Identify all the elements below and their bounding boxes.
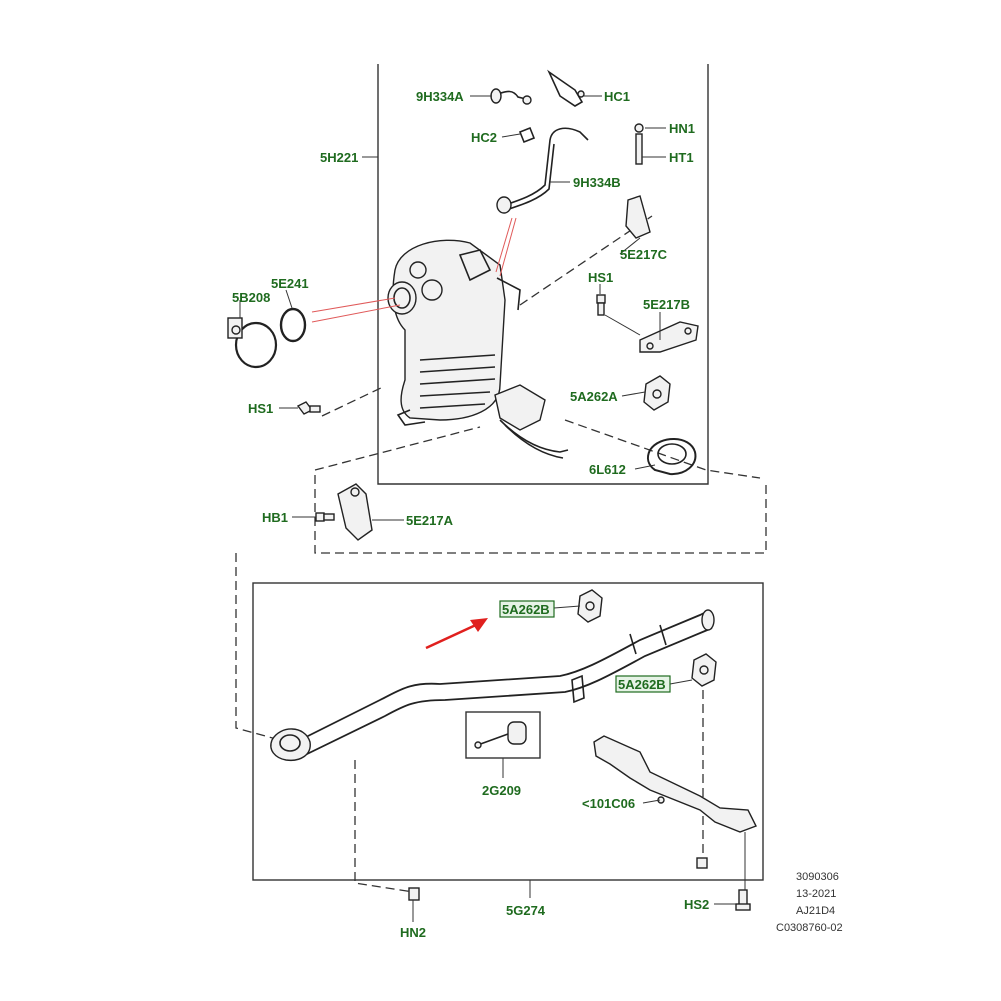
bolt-hs1-left [296, 401, 321, 415]
label-6l612: 6L612 [589, 462, 626, 477]
leader-line [642, 799, 661, 804]
label-hs1-left: HS1 [248, 401, 273, 416]
gasket-5e241 [279, 307, 307, 343]
reference-line-3: AJ21D4 [796, 905, 835, 917]
bolt-hs1-right [596, 294, 606, 316]
clip-hc2 [518, 126, 536, 144]
label-hs2: HS2 [684, 897, 709, 912]
isolator-5a262a [643, 375, 671, 411]
isolator-5a262b-lower [691, 653, 717, 687]
label-5a262b-lower: 5A262B [618, 677, 666, 692]
label-9h334b: 9H334B [573, 175, 621, 190]
red-leader [495, 217, 513, 273]
dashed-connection [235, 553, 281, 741]
label-5e241: 5E241 [271, 276, 309, 291]
label-hb1: HB1 [262, 510, 288, 525]
leader-line [619, 237, 641, 255]
upper-frame [377, 64, 709, 485]
crossmember-101c06 [593, 735, 757, 833]
catalyst-dpf-assembly [387, 239, 569, 459]
red-leader [311, 297, 396, 313]
bracket-5e217c [625, 195, 651, 239]
dashed-connection [314, 475, 767, 554]
lower-frame [252, 582, 764, 881]
crossmember-nut [696, 857, 708, 869]
leader-line [634, 464, 656, 470]
clamp-5b208 [227, 317, 278, 369]
label-highlight [615, 675, 671, 693]
label-5g274: 5G274 [506, 903, 546, 918]
dashed-connection [564, 419, 761, 479]
label-5e217c: 5E217C [620, 247, 668, 262]
bolt-hb1 [315, 512, 335, 522]
label-hn2: HN2 [400, 925, 426, 940]
label-5a262b-upper: 5A262B [502, 602, 550, 617]
bracket-hc1 [547, 69, 585, 107]
red-leader [311, 304, 401, 323]
label-5a262a: 5A262A [570, 389, 618, 404]
label-highlight [499, 600, 555, 618]
label-101c06: <101C06 [582, 796, 635, 811]
hanger-2g209 [474, 721, 527, 749]
leader-line [553, 605, 581, 609]
nut-hn2 [408, 887, 420, 901]
label-2g209: 2G209 [482, 783, 521, 798]
reference-line-2: 13-2021 [796, 888, 836, 900]
label-5e217b: 5E217B [643, 297, 690, 312]
reference-line-4: C0308760-02 [776, 922, 843, 934]
pipe-fitting-9h334a [490, 88, 532, 105]
leader-line [621, 391, 646, 397]
label-5h221: 5H221 [320, 150, 358, 165]
label-hs1-right: HS1 [588, 270, 613, 285]
bracket-5e217a [337, 483, 373, 541]
label-ht1: HT1 [669, 150, 694, 165]
dashed-connection [321, 385, 386, 417]
leader-line [285, 289, 293, 309]
red-leader [499, 217, 517, 277]
label-hc1: HC1 [604, 89, 630, 104]
gasket-6l612 [646, 438, 697, 476]
label-9h334a: 9H334A [416, 89, 464, 104]
isolator-5a262b-upper [577, 589, 603, 623]
leader-line [604, 314, 641, 336]
label-hn1: HN1 [669, 121, 695, 136]
pipe-flange [270, 728, 311, 762]
red-arrow [425, 618, 488, 650]
exhaust-pipe-5g274 [299, 609, 715, 756]
bolt-hs2 [735, 889, 751, 911]
label-hc2: HC2 [471, 130, 497, 145]
dashed-connection [314, 426, 481, 471]
leader-line [669, 679, 693, 685]
reference-line-1: 3090306 [796, 871, 839, 883]
label-5e217a: 5E217A [406, 513, 454, 528]
leader-line [501, 133, 521, 138]
bracket-5e217b [639, 321, 699, 353]
dashed-connection [354, 760, 414, 893]
label-5b208: 5B208 [232, 290, 270, 305]
pipe-9h334b [496, 127, 589, 214]
stud-hn1-ht1 [634, 123, 644, 165]
